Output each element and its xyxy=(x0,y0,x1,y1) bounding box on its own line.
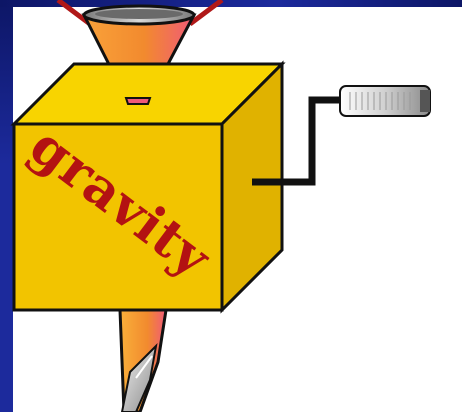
output-spout-icon xyxy=(120,310,166,412)
